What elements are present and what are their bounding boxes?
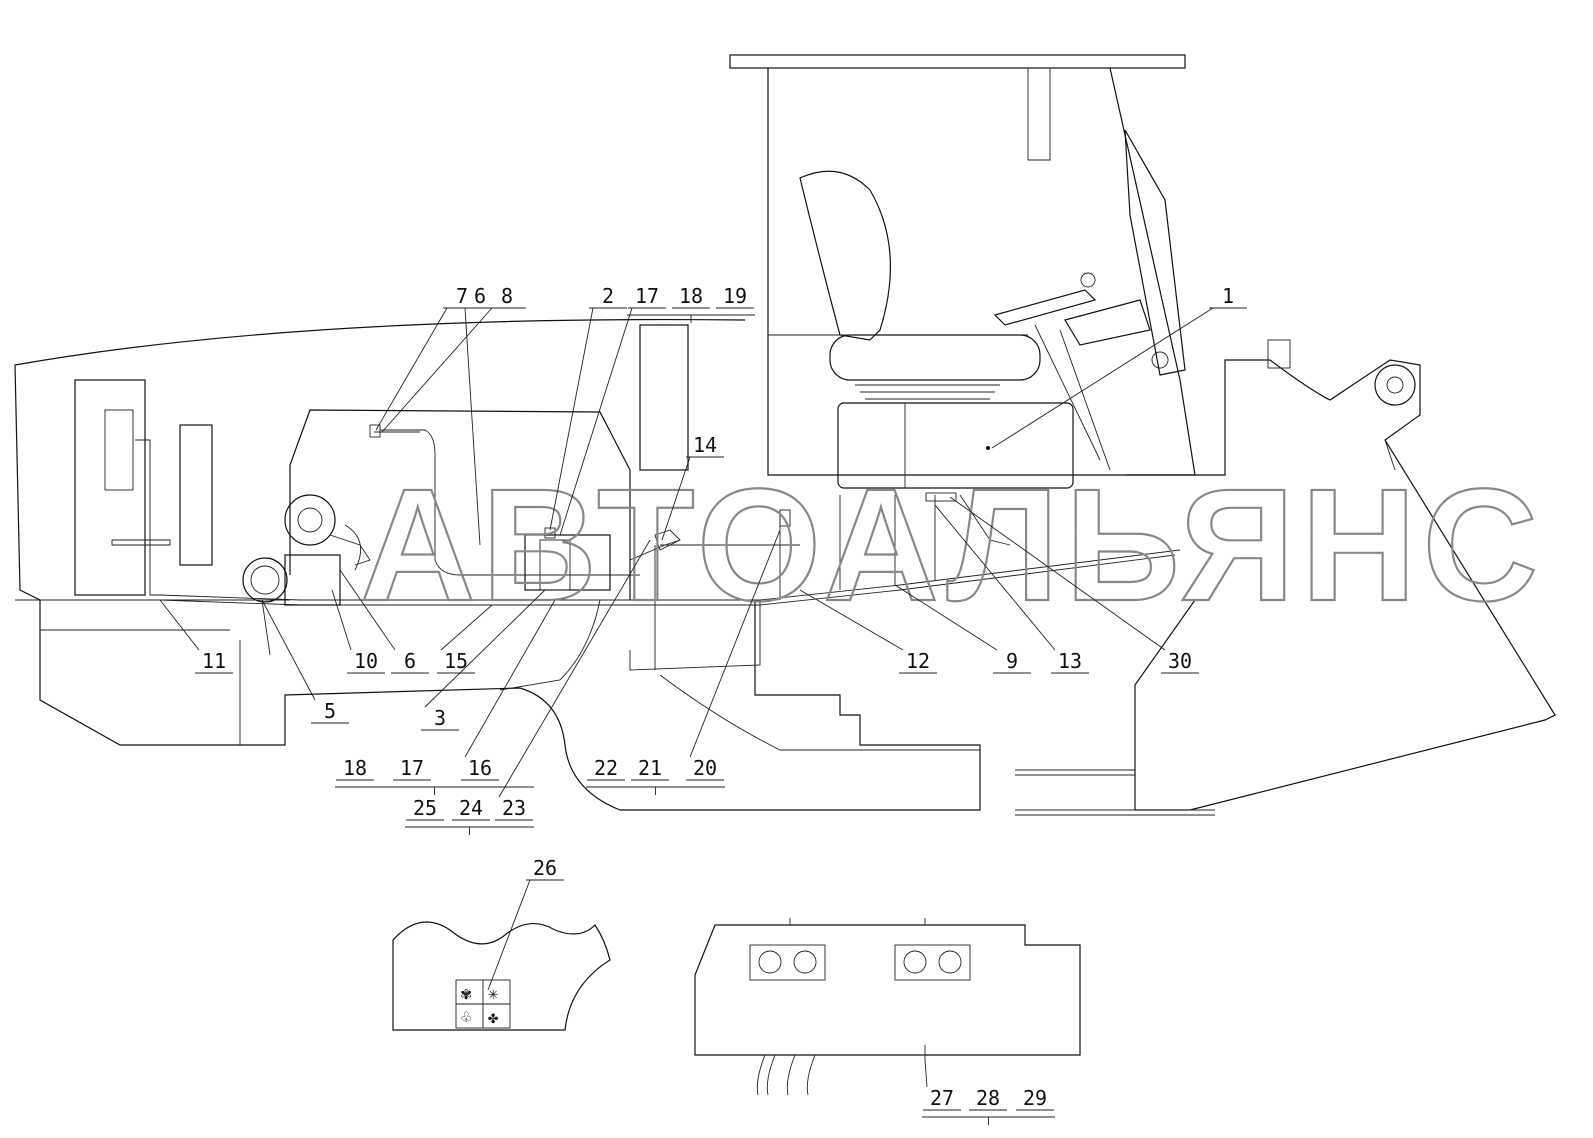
callout-leader: [331, 589, 352, 651]
callout-leader: [689, 529, 781, 758]
callout-leader: [991, 307, 1214, 449]
callout-label-9: 9: [1006, 649, 1018, 673]
callout-label-13: 13: [1058, 649, 1082, 673]
callout-group-bracket: [335, 786, 534, 795]
callout-label-17: 17: [400, 756, 424, 780]
callout-leader: [375, 307, 448, 431]
callout-label-22: 22: [594, 756, 618, 780]
evaporator-unit-detail: [694, 918, 1081, 1096]
callout-label-17: 17: [635, 284, 659, 308]
svg-text:♧: ♧: [461, 1008, 471, 1028]
callout-leader: [159, 599, 200, 651]
callout-label-29: 29: [1023, 1086, 1047, 1110]
callout-leader: [549, 307, 594, 531]
callout-label-6: 6: [474, 284, 486, 308]
callout-label-24: 24: [459, 796, 483, 820]
callout-leader: [799, 589, 904, 651]
callout-label-3: 3: [434, 706, 446, 730]
callout-leader: [464, 599, 556, 758]
callout-label-20: 20: [693, 756, 717, 780]
callout-label-15: 15: [444, 649, 468, 673]
ac-piping: [159, 424, 1181, 751]
callout-leader: [894, 584, 998, 651]
callout-group-bracket: [405, 826, 534, 835]
callout-label-26: 26: [533, 856, 557, 880]
svg-text:✳: ✳: [488, 984, 498, 1004]
callout-label-1: 1: [1222, 284, 1234, 308]
callout-label-19: 19: [723, 284, 747, 308]
callout-label-23: 23: [502, 796, 526, 820]
vehicle-body: [14, 54, 1556, 816]
callout-leader: [261, 599, 316, 701]
callout-label-2: 2: [602, 284, 614, 308]
callout-label-30: 30: [1168, 649, 1192, 673]
callout-leader: [559, 307, 633, 536]
callout-leader: [924, 1059, 928, 1088]
callout-label-11: 11: [202, 649, 226, 673]
callout-leader: [440, 604, 493, 651]
watermark: АВТОАЛЬЯНС: [360, 455, 1544, 634]
callout-label-16: 16: [468, 756, 492, 780]
callout-label-6: 6: [404, 649, 416, 673]
callout-label-14: 14: [693, 433, 717, 457]
control-panel-detail: ✾ ✳ ♧ ✤: [392, 921, 611, 1031]
callout-label-5: 5: [324, 699, 336, 723]
callout-group-bracket: [922, 1116, 1055, 1125]
callout-label-18: 18: [343, 756, 367, 780]
callout-leader: [934, 504, 1056, 651]
callout-group-bracket: [627, 314, 755, 323]
callout-leader: [339, 569, 396, 651]
callout-leader: [424, 589, 546, 708]
callout-label-8: 8: [501, 284, 513, 308]
callout-leader: [661, 456, 691, 541]
callout-label-10: 10: [354, 649, 378, 673]
callout-label-12: 12: [906, 649, 930, 673]
callout-leader: [498, 539, 651, 798]
callout-label-18: 18: [679, 284, 703, 308]
svg-text:✾: ✾: [461, 984, 471, 1004]
callout-group-bracket: [586, 786, 725, 795]
callout-label-27: 27: [930, 1086, 954, 1110]
callout-label-21: 21: [638, 756, 662, 780]
callout-label-28: 28: [976, 1086, 1000, 1110]
callout-leader: [464, 307, 481, 546]
callout-leader: [487, 879, 531, 991]
svg-text:✤: ✤: [488, 1008, 499, 1028]
callout-leader: [381, 307, 493, 433]
callout-label-7: 7: [456, 284, 468, 308]
callout-leader: [949, 496, 1166, 651]
callout-label-25: 25: [413, 796, 437, 820]
